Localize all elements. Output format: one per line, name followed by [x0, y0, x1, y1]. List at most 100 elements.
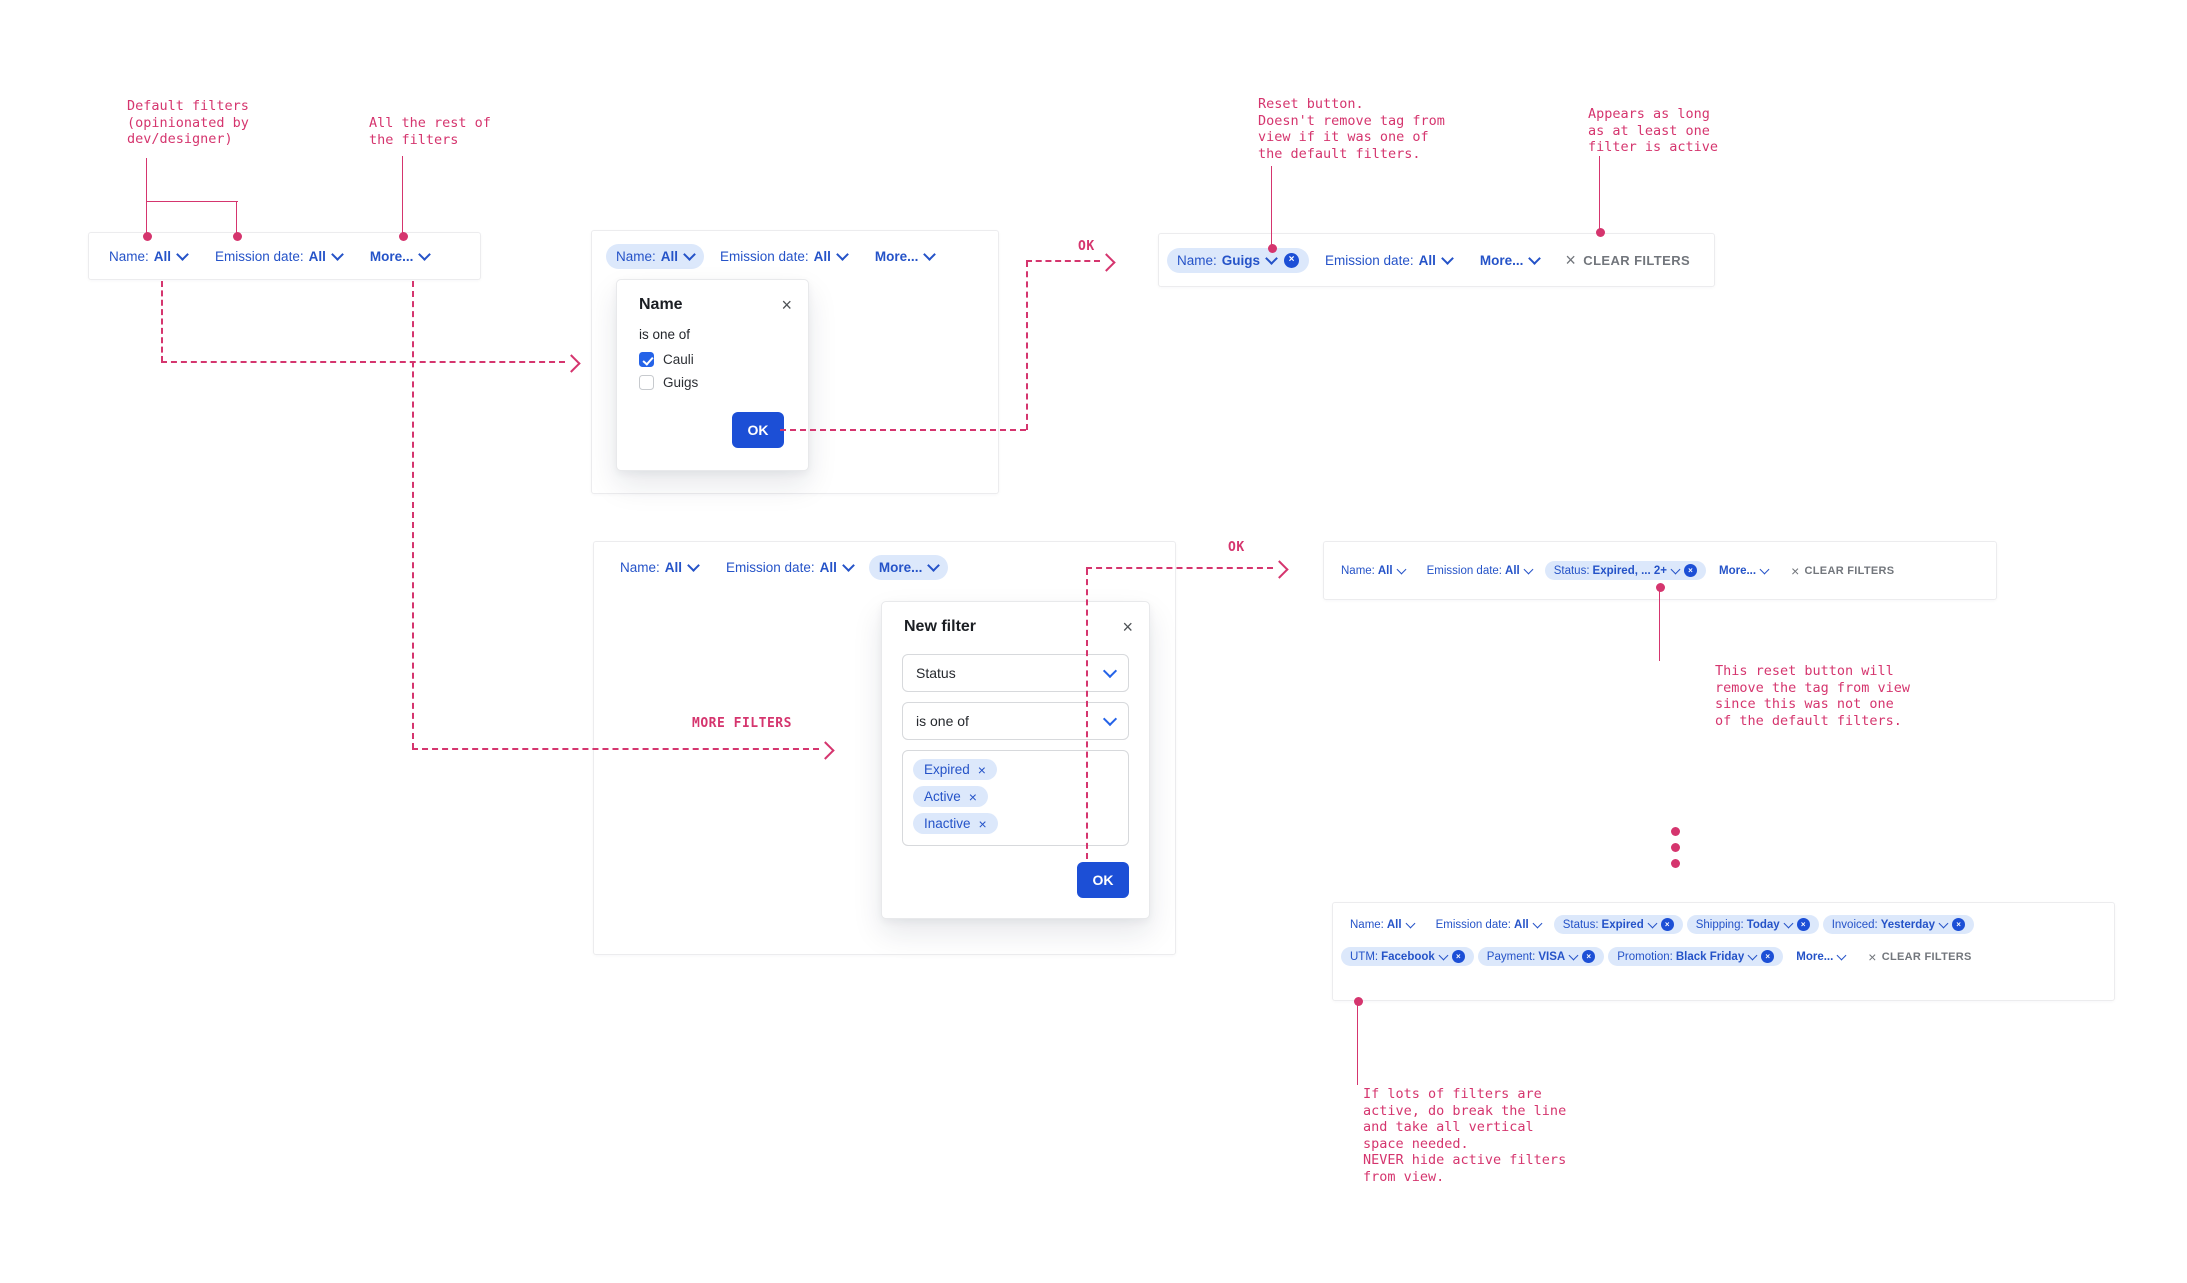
tag-expired[interactable]: Expired × — [913, 759, 997, 780]
filter-label: Status: — [1554, 565, 1590, 577]
selected-values-box: Expired × Active × Inactive × — [902, 750, 1129, 846]
option-row-cauli[interactable]: Cauli — [639, 352, 786, 367]
reset-filter-icon[interactable]: × — [1452, 950, 1465, 963]
reset-filter-icon[interactable]: × — [1284, 253, 1299, 268]
annotation-reset-removes-tag: This reset button will remove the tag fr… — [1715, 663, 1910, 729]
reset-filter-icon[interactable]: × — [1661, 918, 1674, 931]
close-icon[interactable]: × — [781, 296, 792, 314]
filter-chip-emission-date[interactable]: Emission date: All — [1313, 248, 1464, 273]
annotation-clear-visibility: Appears as long as at least one filter i… — [1588, 106, 1718, 156]
filter-value: Expired — [1602, 919, 1644, 931]
option-row-guigs[interactable]: Guigs — [639, 375, 786, 390]
filter-chip-payment[interactable]: Payment: VISA × — [1478, 947, 1604, 966]
filter-chip-name[interactable]: Name: All — [1341, 916, 1423, 934]
filter-value: Black Friday — [1676, 951, 1744, 963]
chevron-down-icon — [1528, 252, 1541, 265]
filter-label: Promotion: — [1617, 951, 1673, 963]
chevron-down-icon — [836, 248, 849, 261]
filter-chip-name[interactable]: Name: All — [1332, 562, 1414, 580]
chevron-down-icon — [1438, 950, 1448, 960]
filter-chip-status[interactable]: Status: Expired, ... 2+ × — [1545, 561, 1706, 580]
chevron-down-icon — [1532, 918, 1542, 928]
chevron-down-icon — [1103, 663, 1117, 677]
filter-bar-guigs-result: Name: Guigs × Emission date: All More...… — [1158, 233, 1715, 287]
field-select-value: Status — [916, 665, 956, 681]
ellipsis-dot — [1671, 843, 1680, 852]
clear-filters-button[interactable]: × CLEAR FILTERS — [1555, 251, 1700, 269]
chevron-down-icon — [1671, 564, 1681, 574]
filter-label: Shipping: — [1696, 919, 1744, 931]
filter-chip-more[interactable]: More... — [863, 244, 947, 269]
connector-line — [1659, 589, 1660, 661]
operator-select[interactable]: is one of — [902, 702, 1129, 740]
chevron-down-icon — [1569, 950, 1579, 960]
checkbox-unchecked-icon[interactable] — [639, 375, 654, 390]
checkbox-checked-icon[interactable] — [639, 352, 654, 367]
tag-inactive[interactable]: Inactive × — [913, 813, 998, 834]
filter-chip-emission-date[interactable]: Emission date: All — [708, 244, 859, 269]
filter-chip-name-guigs[interactable]: Name: Guigs × — [1167, 248, 1309, 273]
filter-chip-more[interactable]: More... — [1710, 562, 1777, 580]
filter-chip-invoiced[interactable]: Invoiced: Yesterday × — [1823, 915, 1974, 934]
ok-button[interactable]: OK — [1077, 862, 1129, 898]
chevron-down-icon — [1265, 252, 1278, 265]
filter-chip-emission-date[interactable]: Emission date: All — [1427, 916, 1550, 934]
tag-label: Expired — [924, 762, 970, 777]
filter-chip-name[interactable]: Name: All — [97, 244, 199, 269]
flow-dash — [1026, 260, 1100, 262]
clear-filters-label: CLEAR FILTERS — [1805, 565, 1895, 577]
chevron-down-icon — [923, 248, 936, 261]
clear-filters-label: CLEAR FILTERS — [1882, 951, 1972, 963]
filter-chip-emission-date[interactable]: Emission date: All — [203, 244, 354, 269]
clear-icon: × — [1868, 950, 1876, 964]
filter-value: All — [1514, 919, 1529, 931]
clear-filters-button[interactable]: × CLEAR FILTERS — [1858, 950, 1981, 964]
remove-icon[interactable]: × — [979, 817, 987, 831]
reset-filter-icon[interactable]: × — [1684, 564, 1697, 577]
filter-value: All — [1505, 565, 1520, 577]
reset-filter-icon[interactable]: × — [1797, 918, 1810, 931]
filter-chip-shipping[interactable]: Shipping: Today × — [1687, 915, 1819, 934]
filter-chip-more-active[interactable]: More... — [869, 555, 949, 580]
filter-label: Name: — [1177, 253, 1217, 268]
filter-chip-more[interactable]: More... — [1468, 248, 1552, 273]
flow-dash — [1026, 261, 1028, 430]
filter-chip-more[interactable]: More... — [358, 244, 442, 269]
filter-chip-emission-date[interactable]: Emission date: All — [1418, 562, 1541, 580]
clear-filters-button[interactable]: × CLEAR FILTERS — [1781, 564, 1904, 578]
option-label: Cauli — [663, 352, 694, 367]
filter-label: Emission date: — [720, 249, 809, 264]
filter-chip-promotion[interactable]: Promotion: Black Friday × — [1608, 947, 1783, 966]
filter-label: Emission date: — [1325, 253, 1414, 268]
filter-chip-more[interactable]: More... — [1787, 948, 1854, 966]
filter-chip-name[interactable]: Name: All — [608, 555, 710, 580]
filter-chip-emission-date[interactable]: Emission date: All — [714, 555, 865, 580]
filter-label: Status: — [1563, 919, 1599, 931]
filter-chip-name-active[interactable]: Name: All — [606, 244, 704, 269]
reset-filter-icon[interactable]: × — [1761, 950, 1774, 963]
clear-filters-label: CLEAR FILTERS — [1583, 253, 1690, 268]
flow-dash — [780, 429, 1026, 431]
filter-chip-status[interactable]: Status: Expired × — [1554, 915, 1683, 934]
field-select[interactable]: Status — [902, 654, 1129, 692]
popup-title: Name — [639, 296, 683, 314]
flow-arrowhead — [562, 354, 580, 372]
filter-chip-utm[interactable]: UTM: Facebook × — [1341, 947, 1474, 966]
ok-button[interactable]: OK — [732, 412, 784, 448]
ellipsis-dot — [1671, 827, 1680, 836]
close-icon[interactable]: × — [1122, 618, 1133, 636]
flow-dash — [161, 361, 565, 363]
tag-active[interactable]: Active × — [913, 786, 988, 807]
connector-dot — [233, 232, 242, 241]
filter-label: UTM: — [1350, 951, 1378, 963]
remove-icon[interactable]: × — [978, 763, 986, 777]
connector-line — [236, 202, 237, 233]
chevron-down-icon — [1647, 918, 1657, 928]
filter-value: More... — [879, 560, 923, 575]
filter-value: Guigs — [1222, 253, 1260, 268]
reset-filter-icon[interactable]: × — [1952, 918, 1965, 931]
remove-icon[interactable]: × — [969, 790, 977, 804]
filter-label: Emission date: — [726, 560, 815, 575]
reset-filter-icon[interactable]: × — [1582, 950, 1595, 963]
